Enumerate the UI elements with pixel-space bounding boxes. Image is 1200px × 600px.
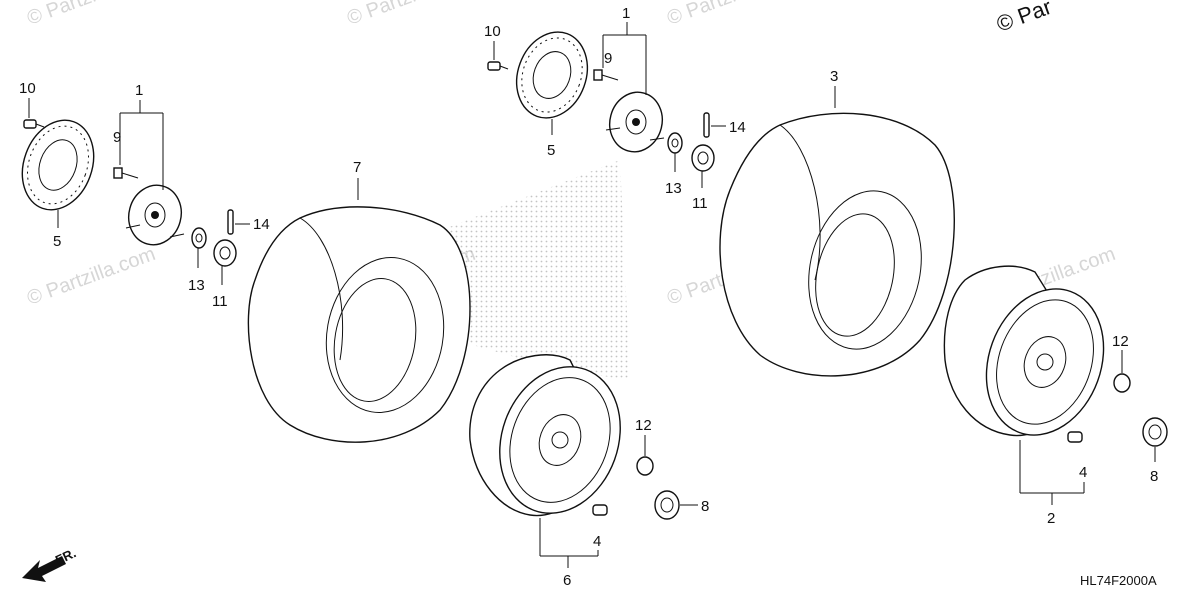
callout-1: 1	[622, 5, 630, 22]
callout-13: 13	[665, 180, 682, 197]
front-label: FR.	[53, 545, 78, 567]
callout-13: 13	[188, 277, 205, 294]
callout-3: 3	[830, 68, 838, 85]
diagram-code: HL74F2000A	[1080, 573, 1157, 588]
callout-4: 4	[1079, 464, 1087, 481]
callout-8: 8	[701, 498, 709, 515]
left-hub	[125, 184, 185, 246]
front-wheel-callouts: 12 8 4 6	[539, 417, 709, 589]
callout-4: 4	[593, 533, 601, 550]
callout-12: 12	[1112, 333, 1129, 350]
center-callouts: 10 1 9 5 14 13 11	[484, 5, 746, 212]
center-brake-disc	[515, 31, 589, 119]
left-callouts: 10 1 9 5 14 13 11	[19, 80, 270, 310]
callout-5: 5	[53, 233, 61, 250]
callout-9: 9	[113, 129, 121, 146]
callout-2: 2	[1047, 510, 1055, 527]
center-cotter-pin-14	[703, 112, 710, 138]
callout-11: 11	[692, 195, 708, 212]
rear-valve-4	[1067, 431, 1083, 443]
callout-11: 11	[212, 293, 228, 310]
watermark: © Partzilla.com	[24, 0, 158, 30]
front-direction-arrow-icon: FR.	[22, 545, 78, 582]
center-hub	[605, 91, 665, 153]
rear-tire-3	[719, 112, 955, 377]
center-castle-nut-11	[691, 144, 715, 172]
callout-14: 14	[729, 119, 746, 136]
center-washer-13	[667, 132, 683, 154]
left-stud-9	[113, 167, 139, 179]
watermark: © Partzilla.com	[344, 0, 478, 30]
center-stud-9	[593, 69, 619, 81]
left-washer-13	[191, 227, 207, 249]
left-castle-nut-11	[213, 239, 237, 267]
callout-12: 12	[635, 417, 652, 434]
front-valve-4	[592, 504, 608, 516]
front-wheel-6	[469, 354, 621, 517]
watermark: © Partzilla.com	[24, 243, 158, 310]
rear-cap-nut-8	[1142, 417, 1168, 447]
callout-14: 14	[253, 216, 270, 233]
front-tire-7	[247, 206, 471, 443]
rear-nut-12	[1113, 373, 1131, 393]
callout-10: 10	[19, 80, 36, 97]
front-cap-nut-8	[654, 490, 680, 520]
callout-8: 8	[1150, 468, 1158, 485]
center-bolt-10	[487, 61, 509, 71]
front-nut-12	[636, 456, 654, 476]
background-stipple	[340, 160, 630, 380]
callout-6: 6	[563, 572, 571, 589]
callout-7: 7	[353, 159, 361, 176]
rear-wheel-callouts: 12 8 4 2	[1019, 333, 1158, 527]
left-bolt-10	[23, 119, 45, 129]
callout-10: 10	[484, 23, 501, 40]
copyright-text: © Par	[993, 0, 1055, 37]
callout-9: 9	[604, 50, 612, 67]
left-brake-disc	[21, 119, 95, 211]
left-cotter-pin-14	[227, 209, 234, 235]
callout-5: 5	[547, 142, 555, 159]
rear-wheel-2	[943, 265, 1105, 437]
watermark: © Partzilla.com	[664, 0, 798, 30]
callout-1: 1	[135, 82, 143, 99]
